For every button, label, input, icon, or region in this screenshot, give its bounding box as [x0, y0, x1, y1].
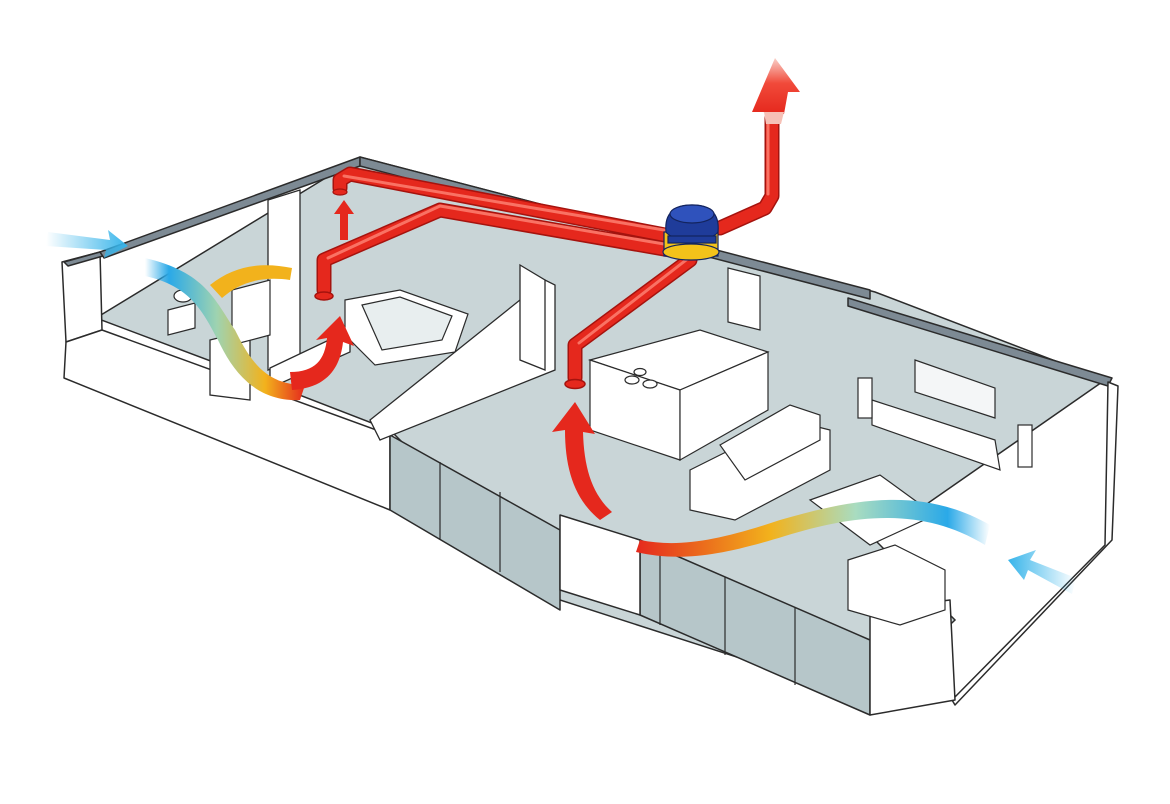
duct-exhaust [714, 112, 778, 234]
fan-unit [662, 204, 720, 261]
bedside-table [167, 302, 196, 336]
front-pillar [559, 514, 641, 616]
airflow-bedroom [145, 258, 305, 401]
bathtub-inner [361, 296, 453, 351]
extract-bathroom-arrow [290, 316, 354, 390]
tv [914, 359, 996, 419]
extract-kitchen-arrow [552, 402, 612, 520]
furniture [167, 267, 1033, 626]
cooktop [624, 367, 658, 389]
sofa-back [719, 404, 821, 481]
roof-exhaust-stem [764, 112, 784, 124]
duct-network [314, 110, 780, 390]
wall-bedroom [267, 189, 301, 371]
duct-bathroom [318, 204, 676, 296]
airflow-living [636, 499, 990, 557]
extract-wc-arrow [334, 200, 354, 240]
wall-kitchen-left [519, 263, 546, 371]
kitchen-island-side [679, 351, 769, 462]
armchair [847, 544, 946, 626]
extract-wc [332, 188, 348, 196]
speaker-right [1017, 424, 1033, 468]
fresh-air-inlet-bedroom [46, 230, 128, 258]
fresh-air-inlet-living-room [1008, 550, 1076, 594]
door-back [727, 267, 761, 331]
airflow-bedroom-branch [210, 265, 292, 298]
fan-unit-bottom [662, 243, 720, 261]
wall-corridor [369, 279, 556, 441]
bed [231, 279, 271, 346]
extract-bathroom [314, 291, 334, 301]
airflow [46, 200, 1076, 594]
speaker-left [857, 377, 873, 419]
extract-kitchen [564, 378, 586, 390]
fan-unit-band [667, 235, 717, 244]
fan-unit-top [669, 204, 715, 224]
roof-exhaust [752, 58, 800, 114]
glass-front [389, 434, 561, 611]
wall-right-end [951, 381, 1119, 706]
